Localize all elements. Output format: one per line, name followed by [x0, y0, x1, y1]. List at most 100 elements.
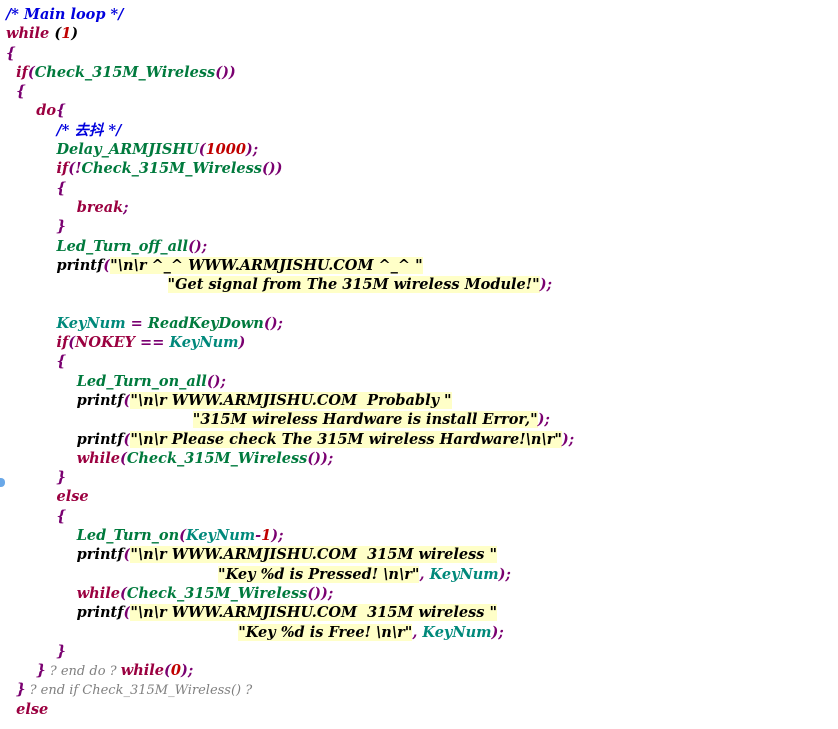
code-line: printf("\n\r WWW.ARMJISHU.COM 315M wirel…	[6, 603, 838, 622]
code-token: 1000	[205, 141, 246, 159]
code-token: 315M wireless Hardware is install Error,…	[200, 411, 538, 429]
code-token	[6, 411, 193, 428]
code-token	[6, 469, 56, 486]
code-token	[6, 566, 218, 583]
code-token: KeyNum	[56, 314, 126, 332]
code-token: ,	[419, 565, 430, 583]
code-token: 0	[170, 662, 182, 680]
code-editor[interactable]: /* Main loop */while (1){ if(Check_315M_…	[6, 5, 838, 719]
code-token: while	[6, 25, 50, 43]
code-token: "Get signal from The 315M wireless Modul…	[167, 276, 540, 294]
code-line: {	[6, 352, 838, 371]
code-token: {	[6, 44, 16, 62]
code-line: if(!Check_315M_Wireless())	[6, 159, 838, 178]
code-token: KeyNum	[429, 565, 499, 583]
code-token: break	[76, 198, 124, 216]
code-line: else	[6, 487, 838, 506]
code-token	[6, 681, 16, 698]
code-token: -	[255, 527, 262, 545]
code-token: {	[56, 102, 66, 120]
code-token: KeyNum	[169, 334, 239, 352]
code-token: "\n\r WWW.ARMJISHU.COM 315M wireless "	[130, 604, 498, 622]
code-token: "\n\r ^_^ WWW.ARMJISHU.COM ^_^ "	[110, 256, 423, 274]
code-line: Led_Turn_off_all();	[6, 237, 838, 256]
code-token	[6, 160, 56, 177]
code-token: );	[498, 565, 511, 583]
code-line: "Key %d is Pressed! \n\r", KeyNum);	[6, 565, 838, 584]
code-token: (	[123, 430, 131, 448]
code-token: )	[238, 334, 246, 352]
code-token: if	[16, 63, 28, 81]
code-token: =	[125, 314, 148, 332]
code-line: } ? end if Check_315M_Wireless() ?	[6, 680, 838, 699]
code-token: ())	[215, 63, 236, 81]
code-token	[6, 199, 77, 216]
code-token: (	[49, 25, 62, 43]
code-token: KeyNum	[422, 623, 492, 641]
code-token	[6, 624, 238, 641]
code-token	[6, 218, 56, 235]
code-token: if	[56, 160, 69, 178]
code-token: while	[120, 662, 165, 680]
gutter-marker	[0, 478, 5, 487]
code-token: else	[16, 700, 49, 718]
code-token: else	[56, 488, 89, 506]
code-token: );	[181, 662, 194, 680]
code-line: Delay_ARMJISHU(1000);	[6, 140, 838, 159]
code-token: (	[119, 584, 127, 602]
code-token: (	[123, 604, 131, 622]
code-line: printf("\n\r WWW.ARMJISHU.COM Probably "	[6, 391, 838, 410]
code-token: printf	[6, 604, 124, 622]
code-token: ==	[135, 334, 170, 352]
code-token: printf	[6, 256, 104, 274]
code-token: (	[179, 527, 187, 545]
code-token: );	[561, 430, 575, 448]
code-token	[6, 527, 77, 544]
code-token	[6, 353, 56, 370]
code-token: Check_315M_Wireless	[126, 449, 308, 467]
code-token: Check_315M_Wireless	[81, 160, 262, 178]
code-token	[6, 238, 56, 255]
code-token	[6, 643, 56, 660]
code-token: Led_Turn_on	[76, 527, 180, 545]
code-token: )	[71, 25, 79, 43]
code-token: "Key %d is Pressed! \n\r"	[218, 565, 420, 583]
code-token: }	[56, 642, 66, 660]
code-line: Led_Turn_on_all();	[6, 372, 838, 391]
code-token: }	[56, 469, 66, 487]
code-token: );	[537, 411, 550, 429]
code-line: printf("\n\r ^_^ WWW.ARMJISHU.COM ^_^ "	[6, 256, 838, 275]
code-token: KeyNum	[186, 527, 256, 545]
code-line: }	[6, 642, 838, 661]
code-line: Led_Turn_on(KeyNum-1);	[6, 526, 838, 545]
code-token: {	[56, 179, 66, 197]
code-token: (	[103, 256, 111, 274]
code-token	[6, 701, 16, 718]
code-token: ());	[307, 584, 334, 602]
code-token	[6, 662, 36, 679]
code-token	[6, 141, 56, 158]
code-token: "	[192, 411, 201, 429]
code-token: (	[123, 391, 131, 409]
code-line: }	[6, 217, 838, 236]
code-token: (	[68, 334, 76, 352]
code-token	[6, 122, 56, 139]
code-line: } ? end do ? while(0);	[6, 661, 838, 680]
code-token: ())	[261, 160, 283, 178]
code-token: while	[76, 584, 120, 602]
code-token: /* Main loop */	[6, 6, 124, 23]
code-line: "315M wireless Hardware is install Error…	[6, 410, 838, 429]
code-token	[6, 508, 56, 525]
code-token: 1	[61, 25, 72, 43]
code-token: "\n\r Please check The 315M wireless Har…	[130, 430, 562, 448]
code-token: Check_315M_Wireless	[34, 63, 216, 81]
code-line: /* 去抖 */	[6, 121, 838, 140]
code-token: (	[164, 662, 171, 680]
code-token	[6, 450, 77, 467]
code-token	[6, 276, 168, 293]
code-token: ReadKeyDown	[147, 314, 264, 332]
code-token: }	[56, 218, 66, 236]
code-token	[6, 585, 77, 602]
code-token: Delay_ARMJISHU	[56, 141, 199, 159]
code-token	[6, 334, 56, 351]
